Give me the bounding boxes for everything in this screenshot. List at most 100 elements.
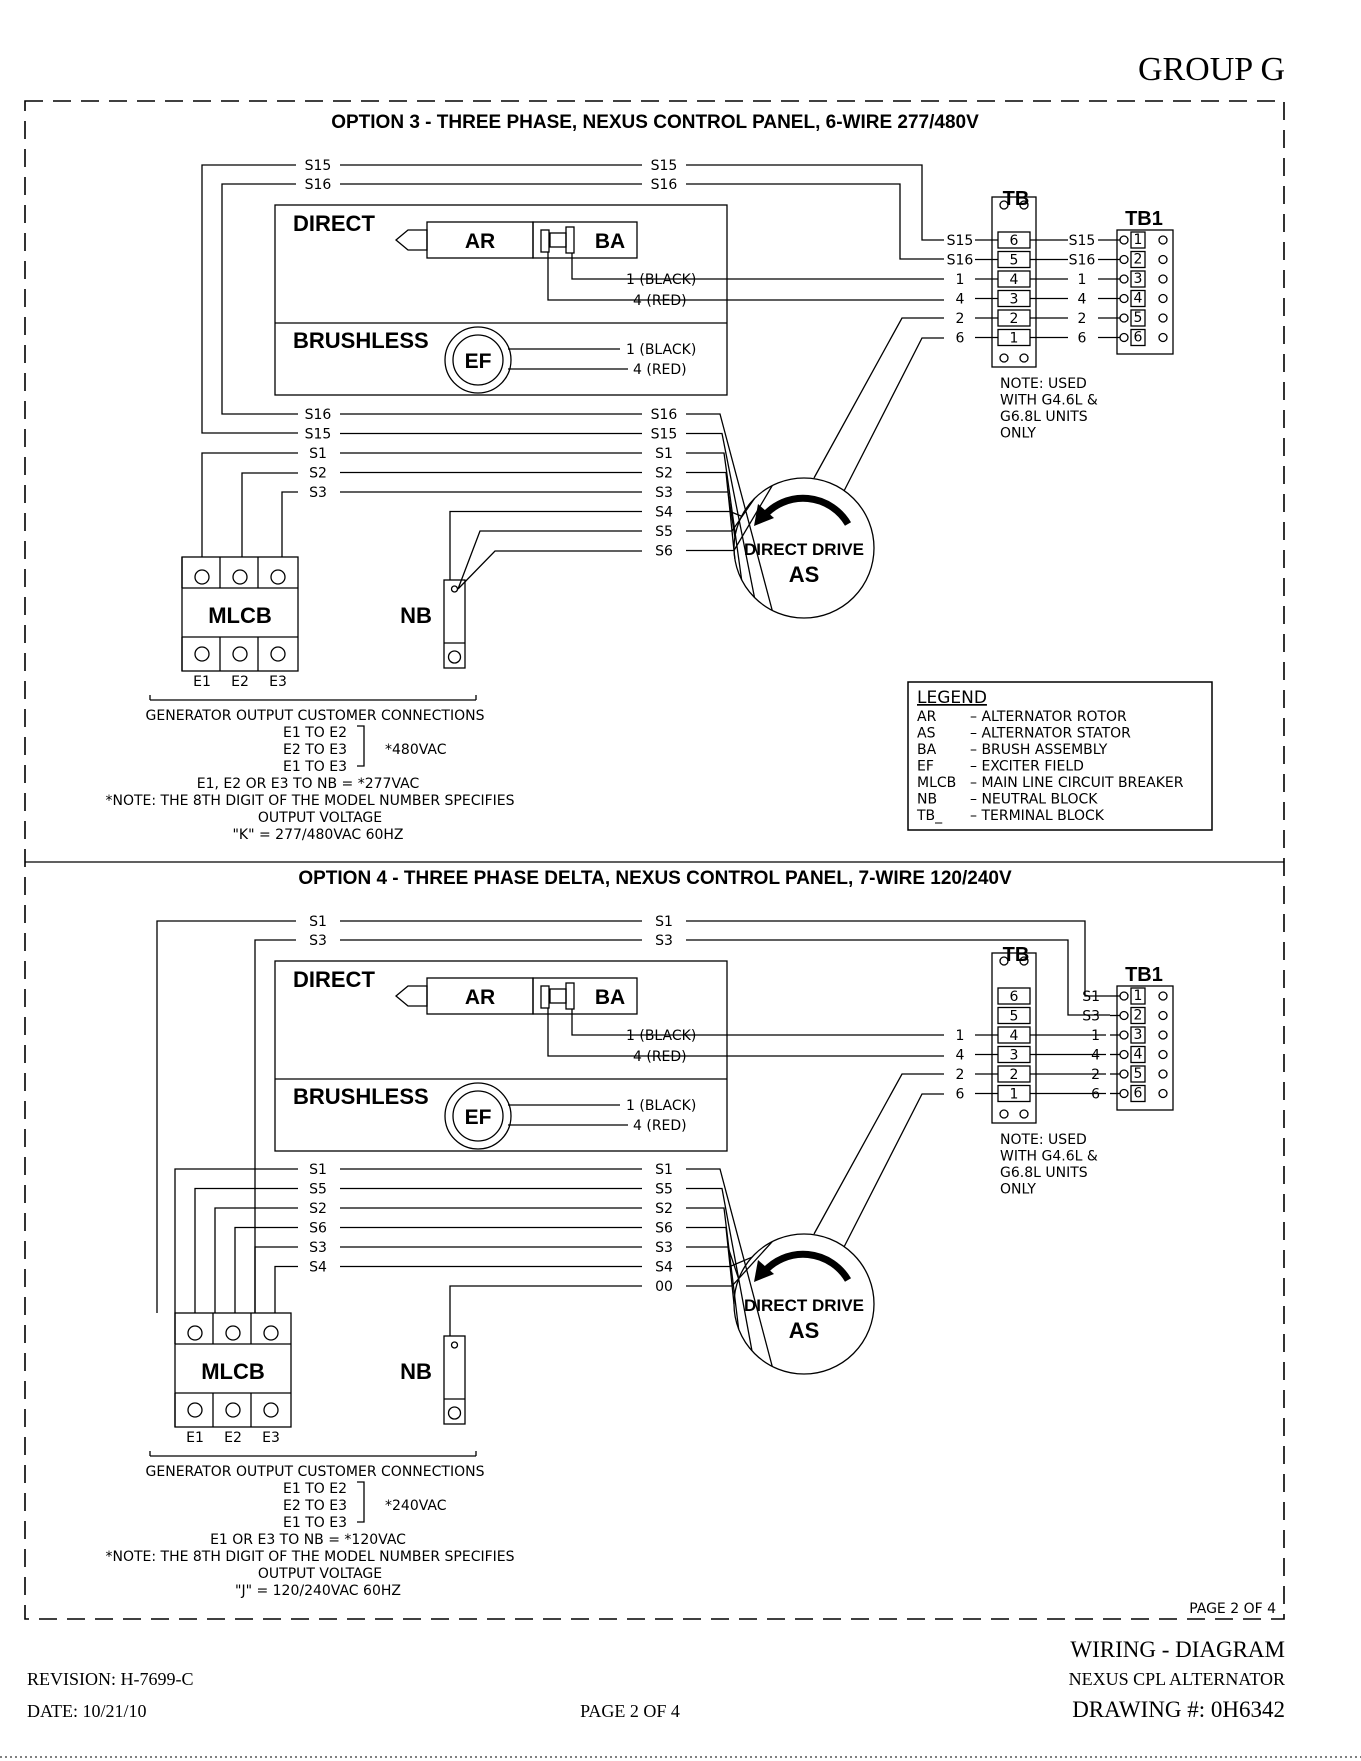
stator-wire: [686, 510, 742, 517]
tb1-screw: [1119, 1010, 1129, 1021]
mlcb-terminal: [194, 646, 210, 662]
brush-icon: [540, 985, 550, 1009]
tb-wire-label: 1: [956, 1028, 965, 1044]
tb1-wire-label: 1: [1091, 1028, 1100, 1044]
ba-label: BA: [595, 986, 625, 1009]
tb-terminal-number: 3: [1010, 1048, 1019, 1064]
tb1-wire-label: S15: [1069, 233, 1096, 249]
stator-wire: [686, 1207, 740, 1330]
conn-heading: GENERATOR OUTPUT CUSTOMER CONNECTIONS: [146, 1464, 485, 1480]
wire-label: S15: [305, 158, 332, 174]
conn-note: "K" = 277/480VAC 60HZ: [232, 827, 403, 843]
tb1-wire-label: S3: [1082, 1009, 1100, 1025]
wire-s3-mlcb: [281, 491, 298, 557]
tb1-terminal: [1130, 1084, 1146, 1103]
mlcb-terminal: [270, 569, 286, 585]
tb-wire-label: 6: [956, 1087, 965, 1103]
stator-wire-label: S4: [655, 505, 673, 521]
conn-line: E1 TO E2: [283, 1481, 347, 1497]
wire-label: S15: [651, 158, 678, 174]
tb1-terminal-number: 2: [1134, 252, 1143, 268]
brush-holder-icon: [549, 232, 567, 248]
ef-label: EF: [465, 1106, 492, 1129]
stator-wire-label: S6: [655, 544, 673, 560]
conn-line: E2 TO E3: [283, 742, 347, 758]
mlcb-box: [181, 556, 299, 672]
wire-s16-tb: [686, 183, 944, 260]
nb-block: [443, 579, 466, 669]
stator-wire: [686, 1241, 773, 1287]
stator-wire-label: S3: [309, 485, 327, 501]
stator-wire: [686, 432, 756, 598]
ef-label: EF: [465, 350, 492, 373]
wire-mlcb: [174, 1168, 298, 1313]
tb-wire-label: 4: [956, 292, 965, 308]
ef-inner-circle: [452, 1090, 504, 1142]
conn-note: OUTPUT VOLTAGE: [258, 1566, 382, 1582]
wire-s15: [201, 164, 298, 434]
tb1-screw: [1158, 1088, 1168, 1099]
tb1-terminal: [1130, 987, 1146, 1005]
tb1-terminal-number: 1: [1134, 232, 1143, 248]
rotation-arrowhead-icon: [754, 504, 774, 526]
tb1-terminal-number: 3: [1134, 1027, 1143, 1043]
ef-inner-circle: [452, 334, 504, 386]
wire-2-tb: [813, 317, 944, 479]
conn-note: *NOTE: THE 8TH DIGIT OF THE MODEL NUMBER…: [105, 793, 514, 809]
stator-wire-label: S4: [655, 1260, 673, 1276]
legend-title: LEGEND: [917, 688, 987, 708]
stator-wire-label: S2: [309, 1201, 327, 1217]
tb-wire-label: 1: [956, 272, 965, 288]
wire-nb: [457, 550, 642, 590]
tb1-terminal-number: 6: [1134, 330, 1143, 346]
legend-description: – ALTERNATOR STATOR: [970, 726, 1131, 742]
wire-s1-mlcb: [201, 452, 298, 557]
tb-wire-label: 4: [956, 1048, 965, 1064]
option-4-section: OPTION 4 - THREE PHASE DELTA, NEXUS CONT…: [105, 868, 1174, 1599]
wire-s1-tb1: [686, 920, 1110, 997]
tb-wire-label: S16: [947, 253, 974, 269]
mlcb-terminal: [187, 1325, 203, 1341]
stator-wire: [686, 1256, 753, 1268]
brushless-label: BRUSHLESS: [293, 328, 429, 353]
tb-terminal-number: 2: [1010, 311, 1019, 327]
revision: REVISION: H-7699-C: [27, 1669, 194, 1689]
tb1-screw: [1158, 1030, 1168, 1040]
e-terminal-label: E3: [262, 1430, 280, 1446]
tb1-terminal-number: 6: [1134, 1086, 1143, 1102]
tb-wire-label: 6: [956, 331, 965, 347]
group-label: GROUP G: [1138, 51, 1285, 88]
tb1-screw: [1158, 1069, 1168, 1079]
stator-wire-label: S6: [655, 1221, 673, 1237]
stator-wire-label: S15: [651, 427, 678, 443]
legend-abbrev: AR: [917, 709, 937, 725]
tb1-screw: [1158, 313, 1168, 323]
tb-terminal-number: 4: [1010, 272, 1019, 288]
tb-terminal-number: 6: [1010, 233, 1019, 249]
wire-nb: [449, 510, 642, 580]
tb1-screw: [1119, 1069, 1129, 1079]
tb1-block: [1116, 229, 1174, 355]
legend-abbrev: NB: [917, 792, 937, 808]
e-terminal-label: E1: [186, 1430, 204, 1446]
tb1-terminal: [1130, 309, 1146, 327]
stator-wire-label: S1: [309, 446, 327, 462]
stator-wire: [686, 1226, 735, 1305]
mlcb-terminal: [225, 1402, 241, 1418]
tb-terminal-number: 1: [1010, 331, 1019, 347]
date: DATE: 10/21/10: [27, 1701, 147, 1721]
stator-wire-label: S1: [655, 446, 673, 462]
tb-block: [991, 952, 1037, 1124]
ef-outer-circle: [444, 1082, 512, 1150]
tb-note: WITH G4.6L &: [1000, 393, 1098, 409]
wire-label-red: 4 (RED): [633, 1118, 687, 1134]
footer-subtitle: NEXUS CPL ALTERNATOR: [1069, 1669, 1285, 1689]
wire-s16: [221, 183, 298, 415]
conn-voltage: *240VAC: [385, 1498, 447, 1514]
conn-line: E1 OR E3 TO NB = *120VAC: [210, 1532, 406, 1548]
stator-as-label: AS: [789, 1318, 820, 1343]
mlcb-terminal: [263, 1402, 279, 1418]
tb-terminal-number: 3: [1010, 292, 1019, 308]
wire-s15-tb: [686, 164, 944, 241]
